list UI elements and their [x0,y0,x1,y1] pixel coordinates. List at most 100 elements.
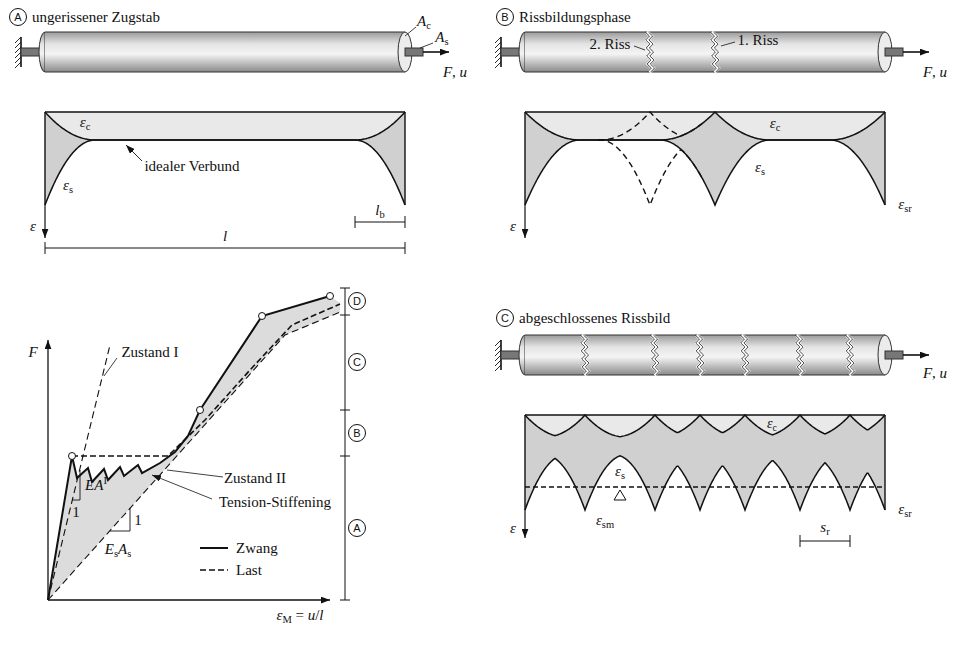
slope-triangle [110,508,130,531]
bar-edge [525,374,885,375]
steel-strain-area [525,112,885,205]
concrete-strain-dashed [598,112,702,140]
phase-circle: C [348,353,366,371]
strain-axis [44,205,45,238]
concrete-strain-curve [525,415,885,437]
strain-axis [48,599,330,600]
bar-end [39,32,45,72]
crack [713,32,719,72]
label: Tension-Stiffening [219,494,331,511]
phase-circle: B [496,8,514,26]
support-hatch [15,47,21,53]
load-curve [72,304,340,456]
bar-edge [45,31,405,32]
phase-circle: B [348,424,366,442]
restraint-curve [48,296,330,600]
support-hatch [495,340,501,346]
crack [653,335,659,375]
dimension-tick [355,216,356,228]
steel-strain-area [525,415,885,510]
phase-tick [340,410,350,411]
support-hatch [495,57,501,63]
rebar-stub [405,48,423,56]
strain-baseline [45,111,405,112]
support-hatch [15,42,21,48]
label: F, u [443,64,467,81]
phase-circle: A [348,519,366,537]
label: εM = u/l [276,607,323,626]
label: F, u [923,365,947,382]
legend-text: Zwang [236,540,278,557]
phase-letter: C [501,313,509,324]
dimension-tick [800,535,801,547]
slope-triangle [72,470,80,500]
strain-edge [884,112,885,205]
strain-edge [44,112,45,205]
label: Zustand II [224,470,286,487]
steel-strain-dashed [598,140,702,205]
support-hatch [495,62,501,68]
phase-circle: C [496,309,514,327]
force-arrow [423,51,449,53]
phase-letter: B [501,12,508,23]
force-arrow [903,51,929,53]
label: ε [510,218,516,235]
phase-point [69,453,76,460]
support-hatch [495,365,501,371]
bar-edge [45,71,405,72]
label: ungerissener Zugstab [32,9,160,26]
label: As [435,29,448,48]
steel-strain-curve [525,140,885,205]
label: l [223,228,227,245]
legend-sample [200,547,228,549]
crack [698,335,704,375]
strain-baseline [525,414,885,415]
label: εc [770,115,781,134]
dimension-tick [45,242,46,254]
strain-axis [524,510,525,538]
concrete-bar [45,32,405,72]
crack [648,32,654,72]
label: idealer Verbund [144,158,239,175]
support-hatch [495,345,501,351]
support-hatch [495,37,501,43]
label: εsr [898,501,912,520]
dimension-line [355,222,405,223]
dimension-line [45,248,405,249]
phase-letter: A [14,12,21,23]
support-hatch [495,47,501,53]
dimension-tick [850,535,851,547]
label: εs [615,463,625,482]
leader-arrow [152,475,212,499]
label: lb [375,202,384,221]
support-hatch [495,350,501,356]
label: εc [80,114,91,133]
leader-line [405,27,416,36]
crack [743,335,749,375]
rebar-stub [21,48,41,56]
support-hatch [15,37,21,43]
phase-circle: D [348,292,366,310]
label: ε [510,520,516,537]
leader-line [167,470,223,477]
bar-end [519,335,525,375]
label: 2. Riss [590,36,631,53]
dimension-tick [405,242,406,254]
bar-edge [525,31,885,32]
strain-edge [524,415,525,510]
support-hatch [15,57,21,63]
support-hatch [495,355,501,361]
mean-marker [614,490,626,500]
phase-tick [340,288,350,289]
leader-arrow [126,145,142,161]
bar-end [519,32,525,72]
phase-bracket [345,288,346,600]
label: F, u [923,64,947,81]
concrete-strain-curve [525,112,885,140]
leader-line [721,42,735,46]
label: εs [63,177,73,196]
rebar-stub [501,351,521,359]
label: 1 [134,512,142,529]
mean-strain-line [525,486,885,487]
